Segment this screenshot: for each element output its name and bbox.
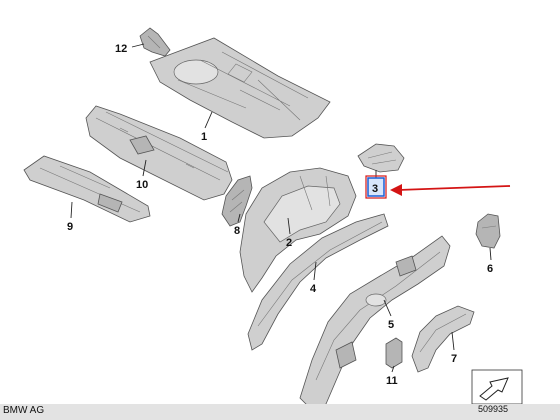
- callout-9: 9: [67, 221, 73, 233]
- part-3-bracket[interactable]: [357, 143, 405, 173]
- part-12-bracket[interactable]: [139, 27, 171, 57]
- part-7-bracket[interactable]: [411, 305, 475, 373]
- part-6-bracket[interactable]: [475, 213, 501, 249]
- footer-bar: [0, 404, 560, 420]
- callout-8: 8: [234, 225, 240, 237]
- part-11-clip[interactable]: [385, 337, 403, 369]
- part-4-side-member[interactable]: [247, 213, 389, 351]
- part-2-wheel-arch[interactable]: [239, 167, 357, 293]
- callout-7: 7: [451, 353, 457, 365]
- part-1-floor-panel[interactable]: [149, 37, 331, 139]
- part-5-rear-longitudinal[interactable]: [299, 235, 451, 411]
- highlight-box: [367, 177, 385, 197]
- highlight-box-frame: [365, 175, 387, 199]
- part-10-cross-member[interactable]: [85, 105, 233, 201]
- callout-3: 3: [372, 183, 378, 195]
- brand-label: BMW AG: [3, 405, 45, 416]
- callout-10: 10: [136, 179, 148, 191]
- callout-12: 12: [115, 43, 127, 55]
- part-8-bracket[interactable]: [221, 175, 253, 227]
- callout-1: 1: [201, 131, 207, 143]
- callout-4: 4: [310, 283, 317, 295]
- reference-icon: [471, 369, 523, 405]
- red-arrow-icon: [390, 184, 511, 196]
- leader-lines: [70, 43, 492, 373]
- callout-11: 11: [386, 375, 398, 387]
- document-number: 509935: [478, 404, 509, 414]
- callout-5: 5: [388, 319, 394, 331]
- part-9-plate[interactable]: [23, 155, 151, 223]
- callout-6: 6: [487, 263, 493, 275]
- callout-2: 2: [286, 237, 292, 249]
